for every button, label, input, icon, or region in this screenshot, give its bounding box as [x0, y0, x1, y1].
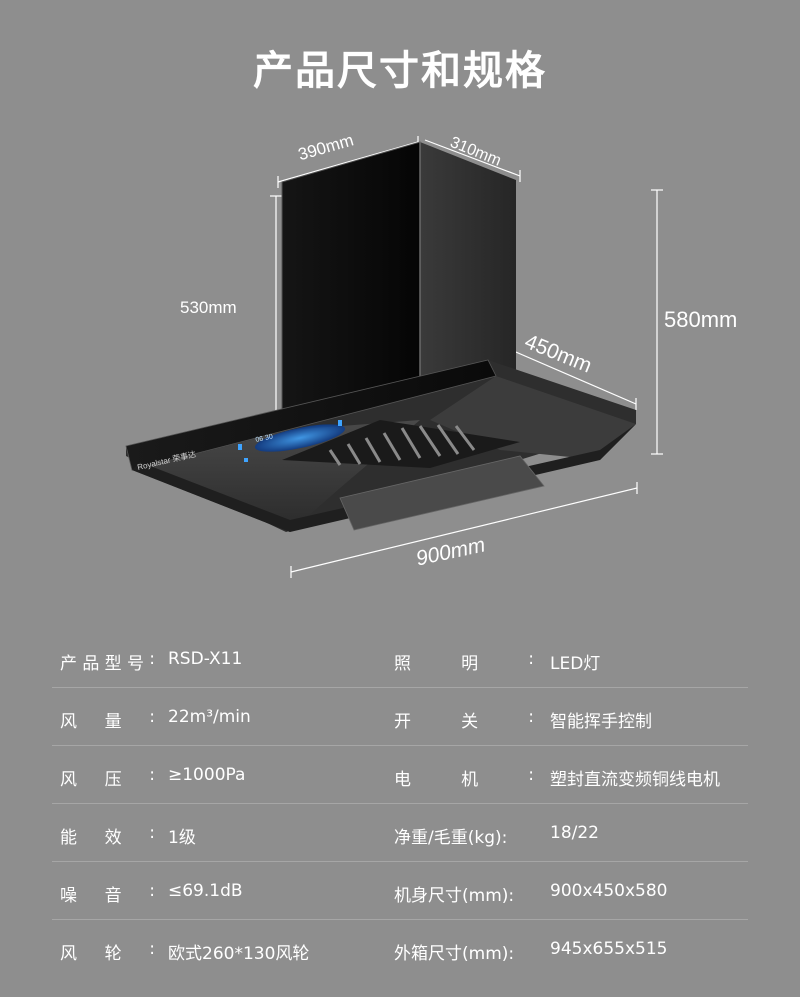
spec-label-char: 电 [394, 770, 411, 790]
spec-label-char: 外箱尺寸(mm): [394, 944, 515, 964]
spec-label-char: 号 [126, 654, 144, 674]
spec-label-char: 风 [60, 944, 77, 964]
spec-value: 1级 [168, 828, 196, 848]
spec-label: 机身尺寸(mm): [394, 881, 534, 906]
product-illustration: 06 30 Royalstar 荣事达 390mm 310mm 530mm 58… [0, 120, 800, 600]
spec-row: 产品型号: RSD-X11 照 明: LED灯 [52, 630, 748, 688]
display-readout: 06 30 [255, 433, 274, 444]
spec-label-char: : [528, 707, 534, 727]
touch-buttons [238, 420, 342, 462]
spec-label-char: 型 [104, 654, 122, 674]
display-glow [254, 424, 346, 452]
spec-label: 噪 音: [60, 881, 155, 906]
page-title: 产品尺寸和规格 [253, 48, 547, 94]
spec-label-char: 净重/毛重(kg): [394, 828, 508, 848]
spec-value: RSD-X11 [168, 649, 243, 669]
spec-label-char: : [149, 649, 155, 669]
spec-label: 净重/毛重(kg): [394, 823, 534, 848]
spec-label-char: 风 [60, 712, 77, 732]
spec-label-char: : [149, 939, 155, 959]
spec-value: 塑封直流变频铜线电机 [550, 770, 720, 790]
spec-label: 开 关: [394, 707, 534, 732]
spec-label-char: : [149, 881, 155, 901]
spec-value: 欧式260*130风轮 [168, 944, 310, 964]
spec-label-char: 噪 [60, 886, 77, 906]
spec-label-char: 机身尺寸(mm): [394, 886, 515, 906]
spec-row: 风 压: ≥1000Pa 电 机: 塑封直流变频铜线电机 [52, 746, 748, 804]
spec-row: 能 效:1级 净重/毛重(kg): 18/22 [52, 804, 748, 862]
spec-label-char: : [528, 765, 534, 785]
spec-label: 外箱尺寸(mm): [394, 939, 534, 964]
spec-label: 产品型号: [60, 649, 155, 674]
range-hood-image: 06 30 Royalstar 荣事达 [125, 136, 663, 578]
spec-label: 能 效: [60, 823, 155, 848]
spec-label-char: 量 [104, 712, 122, 732]
chimney-front [281, 141, 421, 421]
dim-total-height: 580mm [664, 307, 738, 332]
spec-value: 22m³/min [168, 707, 251, 727]
spec-label-char: 产 [60, 654, 77, 674]
spec-label-char: : [149, 823, 155, 843]
spec-label-char: 效 [104, 828, 122, 848]
spec-row: 噪 音: ≤69.1dB 机身尺寸(mm): 900x450x580 [52, 862, 748, 920]
spec-label-char: 品 [82, 654, 100, 674]
spec-label: 风 量: [60, 707, 155, 732]
spec-label: 风 压: [60, 765, 155, 790]
spec-label: 照 明: [394, 649, 534, 674]
spec-value: ≥1000Pa [168, 765, 246, 785]
intake-grille [282, 420, 520, 468]
spec-label-char: : [528, 649, 534, 669]
spec-value: 945x655x515 [550, 939, 668, 959]
spec-label-char: 风 [60, 770, 77, 790]
front-lip [339, 455, 545, 531]
spec-label-char: 关 [461, 712, 479, 732]
spec-value: 18/22 [550, 823, 599, 843]
spec-label-char: 开 [394, 712, 411, 732]
spec-label: 电 机: [394, 765, 534, 790]
spec-label-char: 照 [394, 654, 411, 674]
spec-value: ≤69.1dB [168, 881, 243, 901]
spec-label-char: 机 [461, 770, 479, 790]
spec-label-char: : [149, 707, 155, 727]
spec-label-char: 压 [104, 770, 122, 790]
spec-value: LED灯 [550, 654, 601, 674]
spec-label-char: 明 [461, 654, 479, 674]
spec-label-char: : [149, 765, 155, 785]
spec-label-char: 轮 [104, 944, 122, 964]
dim-body-height: 530mm [180, 298, 237, 317]
spec-row: 风 轮: 欧式260*130风轮 外箱尺寸(mm): 945x655x515 [52, 920, 748, 977]
chimney-side [420, 142, 516, 398]
spec-label: 风 轮: [60, 939, 155, 964]
spec-label-char: 能 [60, 828, 77, 848]
spec-value: 智能挥手控制 [550, 712, 652, 732]
spec-value: 900x450x580 [550, 881, 668, 901]
spec-label-char: 音 [104, 886, 122, 906]
